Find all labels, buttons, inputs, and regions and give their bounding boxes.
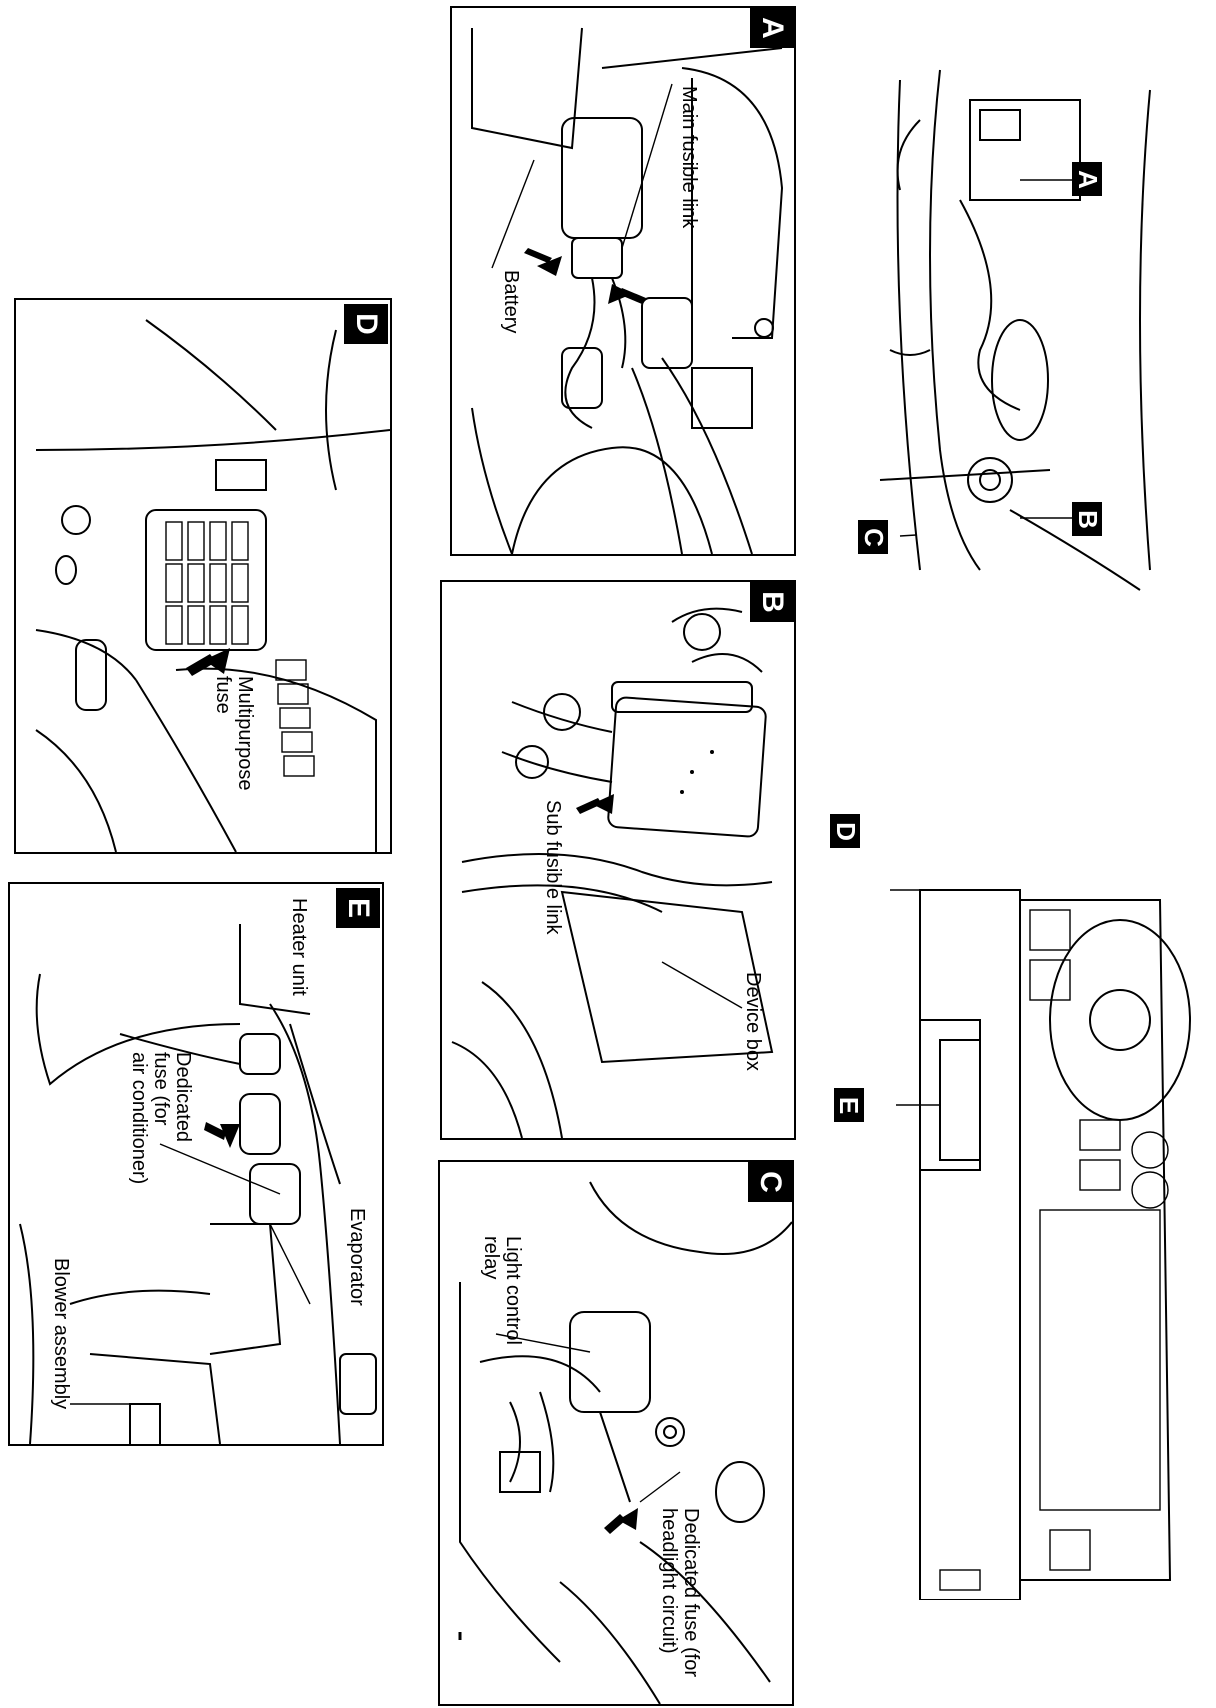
panel-a-main-fusible-link: A Main fusible link Battery bbox=[450, 6, 796, 556]
engine-marker-a: A bbox=[1072, 162, 1103, 196]
sub-fusible-link-label: Sub fusible link bbox=[542, 800, 564, 935]
dedicated-fuse-ac-label: Dedicated fuse (for air conditioner) bbox=[128, 1052, 194, 1185]
heater-unit-label: Heater unit bbox=[288, 898, 310, 996]
engine-bay-overview: A B C bbox=[858, 50, 1200, 610]
panel-a-letter: A bbox=[750, 8, 794, 48]
engine-marker-b: B bbox=[1072, 502, 1103, 536]
dashboard-overview: D E bbox=[830, 814, 1200, 1600]
panel-b-sub-fusible-link: B Sub fusible link Device box bbox=[440, 580, 796, 1140]
panel-e-air-conditioner-fuse: E Heater unit Dedicated fuse (for air co… bbox=[8, 882, 384, 1446]
dedicated-fuse-headlight-label: Dedicated fuse (for headlight circuit) bbox=[658, 1508, 702, 1677]
battery-label: Battery bbox=[500, 270, 522, 334]
panel-d-multipurpose-fuse: D Multipurpose fuse bbox=[14, 298, 392, 854]
blower-assembly-label: Blower assembly bbox=[50, 1258, 72, 1410]
panel-c-light-control-relay: C Light control relay Dedicated fuse (fo… bbox=[438, 1160, 794, 1706]
panel-c-letter: C bbox=[748, 1162, 792, 1202]
dashboard-illustration bbox=[890, 889, 1191, 1600]
panel-b-illustration bbox=[451, 607, 774, 1138]
evaporator-label: Evaporator bbox=[346, 1208, 368, 1306]
panel-b-letter: B bbox=[750, 582, 794, 622]
panel-d-letter: D bbox=[344, 304, 388, 344]
multipurpose-fuse-label: Multipurpose fuse bbox=[212, 676, 256, 791]
panel-e-letter: E bbox=[336, 888, 380, 928]
panel-a-illustration bbox=[471, 27, 784, 554]
main-fusible-link-label: Main fusible link bbox=[678, 86, 700, 229]
engine-marker-c: C bbox=[858, 520, 889, 554]
dash-marker-d: D bbox=[830, 814, 861, 848]
panel-d-illustration bbox=[35, 319, 390, 852]
panel-e-illustration bbox=[19, 924, 377, 1444]
light-control-relay-label: Light control relay bbox=[480, 1236, 524, 1345]
engine-bay-illustration bbox=[879, 69, 1151, 591]
device-box-label: Device box bbox=[742, 972, 764, 1071]
panel-c-illustration bbox=[458, 1181, 792, 1704]
dash-marker-e: E bbox=[834, 1088, 865, 1122]
